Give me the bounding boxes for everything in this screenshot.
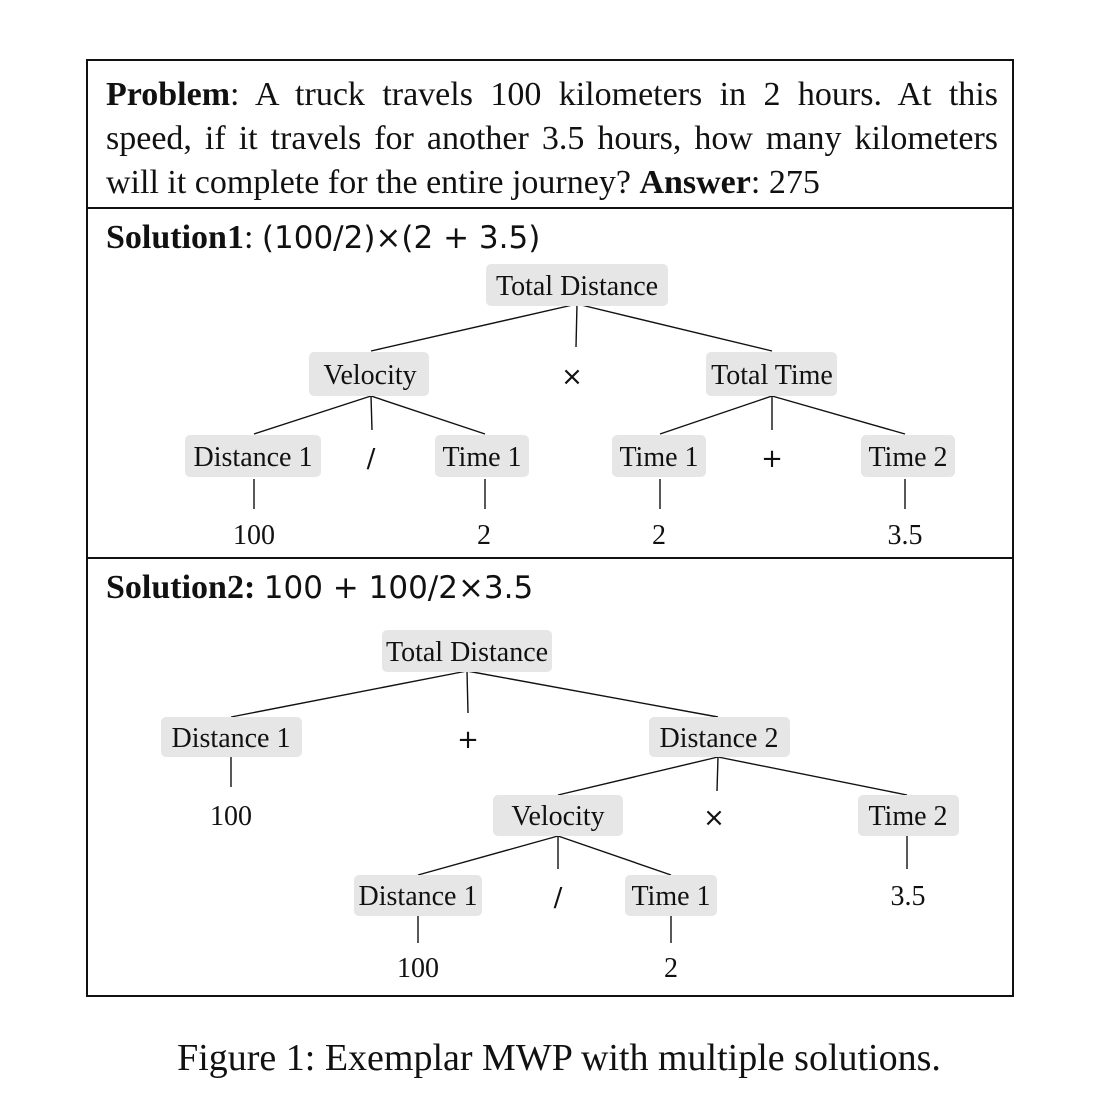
edge <box>771 395 906 435</box>
solution1-separator: : <box>243 219 262 256</box>
edge <box>659 395 773 435</box>
leaf-value: 3.5 <box>891 881 926 912</box>
answer-value: : 275 <box>750 164 820 201</box>
node-total-distance <box>382 630 552 672</box>
solution2-label: Solution2: <box>106 569 264 606</box>
node-time-1 <box>612 435 706 477</box>
edge <box>557 756 719 796</box>
node-label: Distance 1 <box>194 442 313 473</box>
node-time-1 <box>625 875 717 916</box>
edge <box>370 395 486 435</box>
node-distance-1 <box>161 717 302 757</box>
edge <box>253 395 372 435</box>
leaf-value: 100 <box>233 520 275 551</box>
edge <box>466 670 719 718</box>
edge <box>557 835 672 876</box>
node-label: Time 2 <box>868 801 947 832</box>
solution1-formula: (100/2)×(2 + 3.5) <box>261 220 541 256</box>
node-label: Time 1 <box>442 442 521 473</box>
node-time-1 <box>435 435 529 477</box>
node-label: Time 1 <box>631 881 710 912</box>
node-time-2 <box>861 435 955 477</box>
edge <box>370 395 373 431</box>
solution2-formula: 100 + 100/2×3.5 <box>263 570 534 606</box>
operator-divide: / <box>367 444 376 474</box>
node-velocity <box>493 795 623 836</box>
node-distance-2 <box>649 717 790 757</box>
operator-times: × <box>561 362 583 392</box>
solution2-tree: Total Distance Distance 1 + Distance 2 1… <box>161 630 959 984</box>
operator-plus: + <box>457 725 479 755</box>
node-label: Distance 1 <box>359 881 478 912</box>
node-label: Time 2 <box>868 442 947 473</box>
node-label: Velocity <box>323 360 416 391</box>
figure-caption: Figure 1: Exemplar MWP with multiple sol… <box>177 1037 941 1079</box>
solution1-section: Solution1: (100/2)×(2 + 3.5) <box>88 209 1012 559</box>
operator-plus: + <box>761 444 783 474</box>
solution2-edges <box>230 670 908 943</box>
solution1-edges <box>253 303 906 509</box>
edge <box>466 670 469 714</box>
solution1-tree: Total Distance Velocity × Total Time Dis… <box>185 264 955 551</box>
node-label: Total Time <box>711 360 833 391</box>
node-label: Time 1 <box>619 442 698 473</box>
solution2-section: Solution2: 100 + 100/2×3.5 <box>88 559 1012 995</box>
node-label: Total Distance <box>496 271 658 302</box>
leaf-value: 2 <box>477 520 491 551</box>
node-label: Total Distance <box>386 637 548 668</box>
leaf-value: 2 <box>664 953 678 984</box>
solution1-label: Solution1 <box>106 219 244 256</box>
edge <box>716 756 719 792</box>
operator-times: × <box>703 803 725 833</box>
leaf-value: 3.5 <box>888 520 923 551</box>
node-distance-1 <box>185 435 321 477</box>
operator-divide: / <box>554 883 563 913</box>
leaf-value: 2 <box>652 520 666 551</box>
node-label: Velocity <box>511 801 604 832</box>
solution2-heading: Solution2: 100 + 100/2×3.5 <box>106 569 533 607</box>
problem-label: Problem <box>106 76 231 113</box>
figure-box: Problem: A truck travels 100 kilometers … <box>86 59 1014 997</box>
node-time-2 <box>858 795 959 836</box>
edge <box>576 303 773 352</box>
leaf-value: 100 <box>210 801 252 832</box>
edge <box>575 303 578 348</box>
edge <box>417 835 559 876</box>
problem-section: Problem: A truck travels 100 kilometers … <box>88 61 1012 209</box>
edge <box>717 756 908 796</box>
leaf-value: 100 <box>397 953 439 984</box>
node-total-distance <box>486 264 668 306</box>
node-label: Distance 2 <box>660 723 779 754</box>
answer-label: Answer <box>639 164 751 201</box>
node-label: Distance 1 <box>172 723 291 754</box>
node-distance-1 <box>354 875 482 916</box>
node-total-time <box>706 352 837 396</box>
node-velocity <box>309 352 429 396</box>
edge <box>230 670 468 718</box>
edge <box>370 303 578 352</box>
problem-text: Problem: A truck travels 100 kilometers … <box>106 73 998 205</box>
solution1-heading: Solution1: (100/2)×(2 + 3.5) <box>106 219 540 257</box>
problem-body: : A truck travels 100 kilometers in 2 ho… <box>106 76 998 201</box>
